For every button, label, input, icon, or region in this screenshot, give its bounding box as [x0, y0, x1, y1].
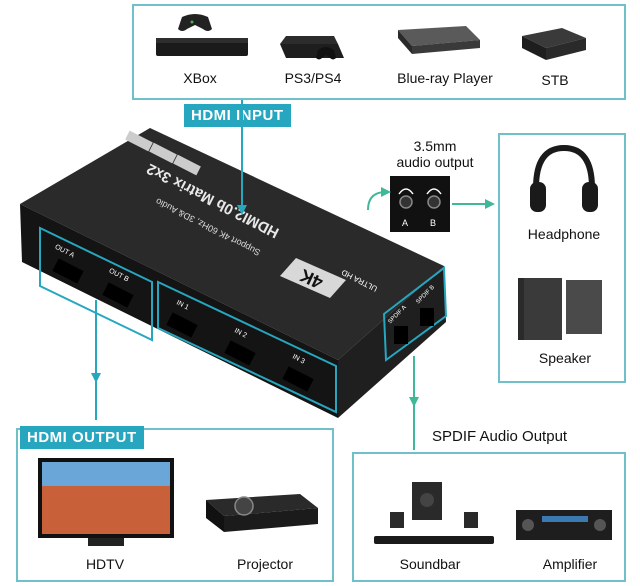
spdif-title: SPDIF Audio Output [432, 428, 568, 445]
device-label-projector: Projector [236, 556, 294, 572]
jack-label-b: B [430, 218, 437, 228]
audio-output-title-line2: audio output [396, 154, 474, 170]
device-label-bluray: Blue-ray Player [397, 70, 493, 86]
hdmi-output-tag: HDMI OUTPUT [20, 426, 144, 449]
audio-devices-panel [498, 133, 626, 383]
device-label-hdtv: HDTV [85, 556, 125, 572]
device-label-ps: PS3/PS4 [284, 70, 342, 86]
device-label-amplifier: Amplifier [542, 556, 598, 572]
audio-output-title-line1: 3.5mm [413, 138, 457, 154]
device-label-headphone: Headphone [527, 226, 601, 242]
device-label-xbox: XBox [183, 70, 217, 86]
device-label-speaker: Speaker [538, 350, 592, 366]
device-label-stb: STB [541, 72, 569, 88]
hdmi-input-tag: HDMI INPUT [184, 104, 291, 127]
device-label-soundbar: Soundbar [399, 556, 461, 572]
jack-label-a: A [402, 218, 409, 228]
audio-output-title: 3.5mm audio output [380, 138, 490, 170]
